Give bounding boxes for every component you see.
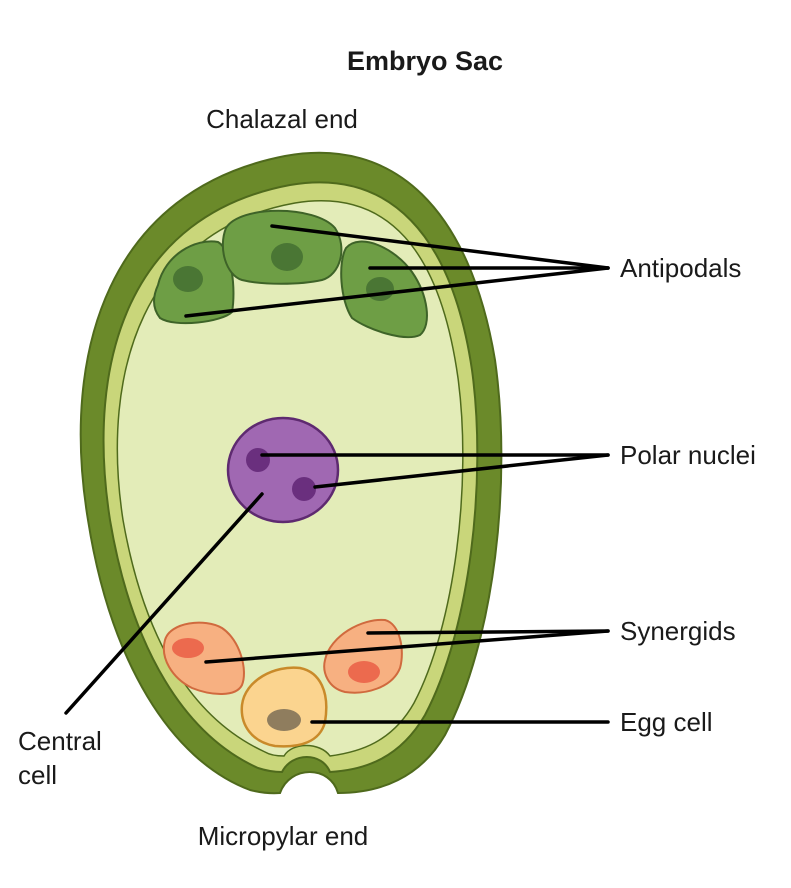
leader-central-cell xyxy=(64,492,264,715)
antipodal-cells xyxy=(153,209,428,339)
leader-lines xyxy=(64,224,610,724)
label-central-cell-line2: cell xyxy=(18,760,57,790)
label-micropylar-end: Micropylar end xyxy=(198,821,369,851)
leader-antipodal-middle xyxy=(270,224,610,270)
label-polar-nuclei: Polar nuclei xyxy=(620,440,756,470)
antipodal-nucleus-middle xyxy=(271,243,303,271)
label-egg-cell: Egg cell xyxy=(620,707,713,737)
label-antipodals: Antipodals xyxy=(620,253,741,283)
leader-synergid-right xyxy=(366,629,610,635)
polar-nucleus-upper xyxy=(246,448,270,472)
label-chalazal-end: Chalazal end xyxy=(206,104,358,134)
diagram-title: Embryo Sac xyxy=(347,46,503,76)
polar-nucleus-lower xyxy=(292,477,316,501)
label-synergids: Synergids xyxy=(620,616,736,646)
leader-polar-lower xyxy=(313,453,610,489)
synergid-right xyxy=(323,618,403,694)
label-central-cell-line1: Central xyxy=(18,726,102,756)
synergid-nucleus-left xyxy=(172,638,204,658)
egg-cell xyxy=(240,666,328,748)
synergid-cells xyxy=(162,618,403,695)
synergid-nucleus-right xyxy=(348,661,380,683)
leader-antipodal-left xyxy=(184,266,610,318)
leader-synergid-left xyxy=(204,629,610,664)
polar-cell-body xyxy=(226,416,340,524)
antipodal-nucleus-left xyxy=(173,266,203,292)
egg-nucleus xyxy=(267,709,301,731)
polar-nuclei-cell xyxy=(226,416,340,524)
antipodal-nucleus-right xyxy=(366,277,394,301)
